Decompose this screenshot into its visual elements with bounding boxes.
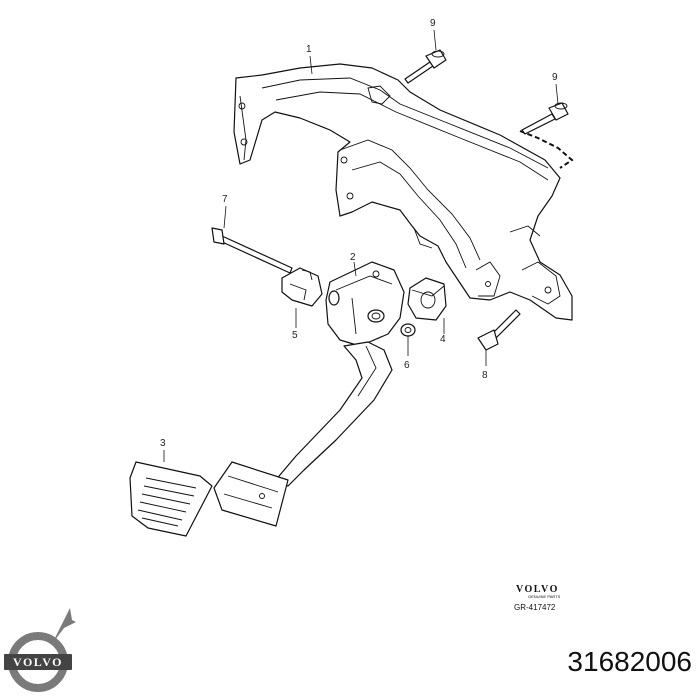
genuine-parts-stamp: VOLVO GENUINE PARTS GR-417472 xyxy=(514,584,561,612)
callout-4: 4 xyxy=(440,334,446,345)
logo-arrow xyxy=(52,608,76,644)
pedal-housing xyxy=(325,261,405,347)
callout-3: 3 xyxy=(160,438,166,449)
stamp-subtitle: GENUINE PARTS xyxy=(528,594,561,599)
callout-5: 5 xyxy=(292,330,298,341)
callout-2: 2 xyxy=(350,252,356,263)
pedal-bracket xyxy=(233,63,574,321)
callout-8: 8 xyxy=(482,370,488,381)
stamp-wordmark: VOLVO xyxy=(516,584,559,595)
pedal-pad xyxy=(213,461,289,527)
callout-9-right: 9 xyxy=(552,72,558,83)
sensor-bracket xyxy=(281,267,323,307)
pedal-rubber-cover xyxy=(129,461,213,537)
callout-9-top: 9 xyxy=(430,18,436,29)
nut xyxy=(400,323,416,337)
callout-1: 1 xyxy=(306,44,312,55)
callout-labels: 1 2 3 4 5 6 7 8 9 9 xyxy=(160,18,558,449)
part-number: 31682006 xyxy=(567,646,692,677)
volvo-logo: VOLVO xyxy=(4,608,76,692)
bolt-7 xyxy=(211,227,293,274)
callout-6: 6 xyxy=(404,360,410,371)
pedal-arm xyxy=(273,341,393,487)
bolt-9-upper xyxy=(404,49,447,84)
reference-code: GR-417472 xyxy=(514,603,556,612)
logo-text: VOLVO xyxy=(13,655,63,669)
logo-band xyxy=(4,654,72,670)
bolt-9-right xyxy=(521,102,569,135)
callout-7: 7 xyxy=(222,194,228,205)
bushing-block xyxy=(407,277,447,321)
bolt-8 xyxy=(477,309,521,351)
leader-lines xyxy=(163,29,559,462)
